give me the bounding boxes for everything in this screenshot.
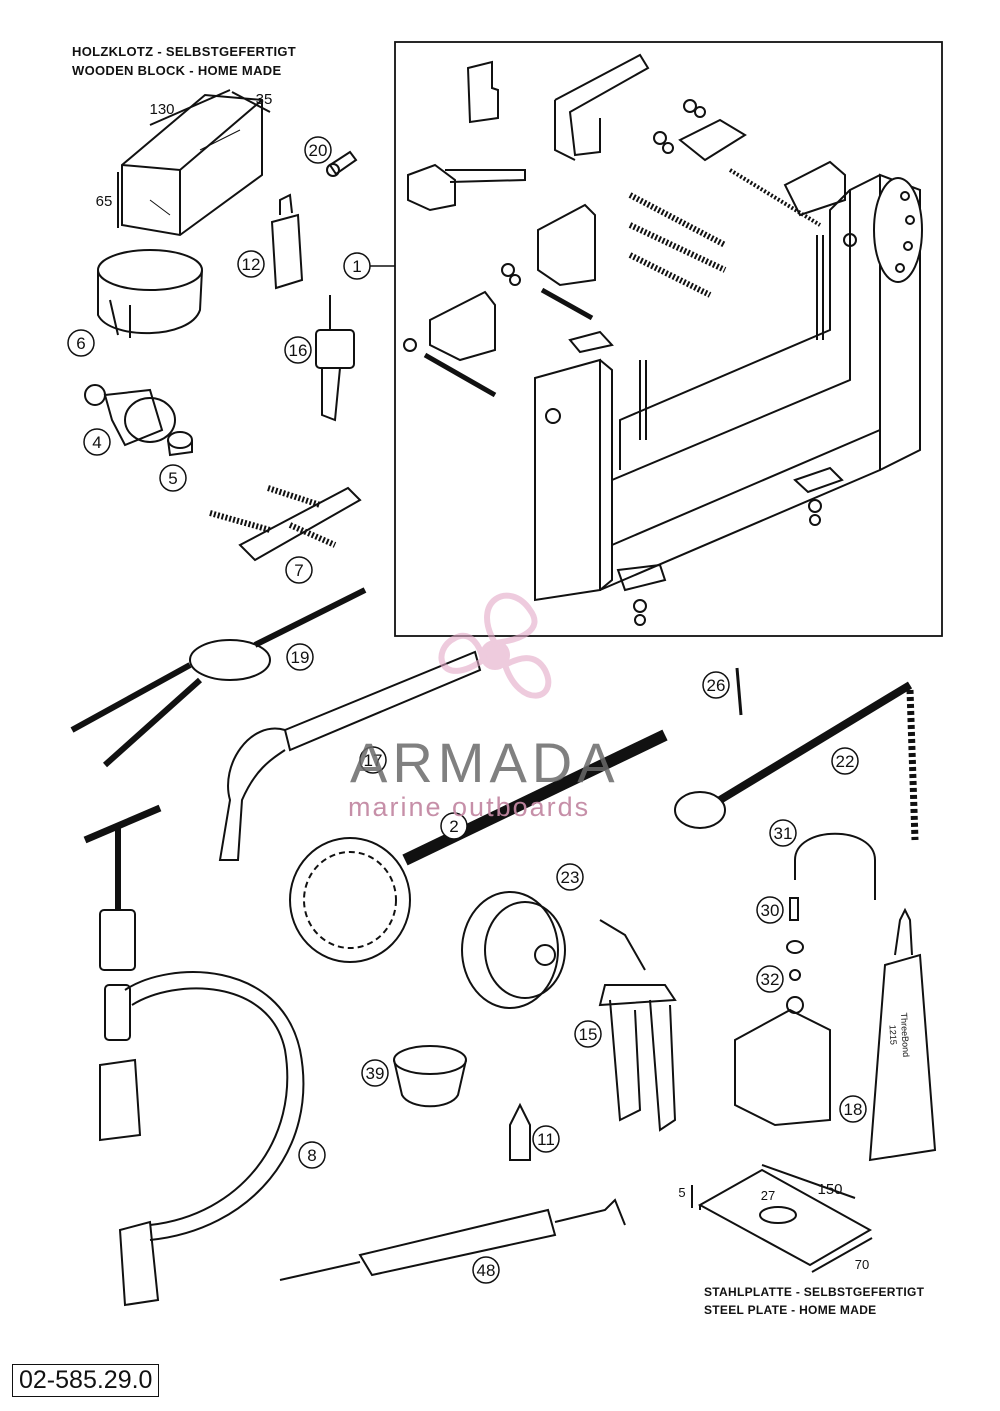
fittings-30-32-drawing [786, 897, 804, 981]
callout-11 [532, 1125, 560, 1153]
part-number-5: 5 [168, 469, 177, 488]
part-number-12: 12 [242, 255, 261, 274]
part-number-18: 18 [844, 1100, 863, 1119]
dim-wood-width: 35 [256, 91, 273, 108]
part-number-4: 4 [92, 433, 101, 452]
diagram-labels: 130 35 65 150 27 5 70 ThreeBond 1215 20 … [76, 91, 911, 1280]
part-number-6: 6 [76, 334, 85, 353]
puller-4-drawing [84, 384, 176, 447]
dim-steel-hole: 27 [761, 1188, 775, 1203]
part-number-7: 7 [294, 561, 303, 580]
callout-2 [440, 812, 468, 840]
dim-wood-length: 130 [149, 101, 174, 118]
dim-steel-width: 70 [855, 1257, 869, 1272]
callout-31 [769, 819, 797, 847]
bearing-puller-7-drawing [209, 485, 362, 562]
part-number-1: 1 [352, 257, 361, 276]
callout-16 [284, 336, 312, 364]
callout-12 [237, 250, 265, 278]
part-number-15: 15 [579, 1025, 598, 1044]
engine-stand-frame-box [394, 41, 943, 637]
part-number-31: 31 [774, 824, 793, 843]
part-callout-circles [67, 136, 867, 1284]
callout-17 [359, 746, 387, 774]
dim-steel-thickness: 5 [678, 1185, 685, 1200]
callout-30 [756, 896, 784, 924]
dim-steel-length: 150 [817, 1181, 842, 1198]
document-number: 02-585.29.0 [12, 1364, 160, 1397]
wooden-block-drawing [117, 89, 271, 237]
callout-39 [361, 1059, 389, 1087]
watermark-subtitle: marine outboards [348, 792, 591, 822]
watermark-title: ARMADA [350, 731, 620, 794]
tube-code: 1215 [887, 1025, 898, 1046]
steel-plate-caption-de: STAHLPLATTE - SELBSTGEFERTIGT [704, 1285, 925, 1299]
ring-6-drawing [97, 249, 203, 338]
part-number-22: 22 [836, 752, 855, 771]
part-number-39: 39 [366, 1064, 385, 1083]
part-number-48: 48 [477, 1261, 496, 1280]
puller-15-drawing [598, 919, 677, 1132]
holding-tool-17-drawing [218, 650, 482, 861]
tube-brand: ThreeBond [899, 1012, 911, 1057]
part-number-17: 17 [364, 751, 383, 770]
holding-wrench-19-drawing [70, 587, 367, 768]
sealant-tube-12-drawing [270, 193, 304, 290]
callout-32 [756, 965, 784, 993]
callout-26 [702, 671, 730, 699]
oil-can-drawing [734, 996, 831, 1127]
steel-plate-caption-en: STEEL PLATE - HOME MADE [704, 1303, 877, 1317]
callout-48 [472, 1256, 500, 1284]
wood-block-caption-en: WOODEN BLOCK - HOME MADE [72, 63, 282, 78]
part-number-19: 19 [291, 648, 310, 667]
callout-5 [159, 464, 187, 492]
cup-39-drawing [393, 1045, 467, 1108]
part-number-23: 23 [561, 868, 580, 887]
callout-4 [83, 428, 111, 456]
part-number-16: 16 [289, 341, 308, 360]
bushing-5-drawing [167, 431, 193, 457]
puller-16-drawing [315, 295, 355, 422]
callout-7 [285, 556, 313, 584]
wood-block-caption-de: HOLZKLOTZ - SELBSTGEFERTIGT [72, 44, 297, 59]
callout-19 [286, 643, 314, 671]
callout-6 [67, 329, 95, 357]
callout-22 [831, 747, 859, 775]
armada-propeller-logo [438, 592, 552, 699]
part-number-32: 32 [761, 970, 780, 989]
part-number-8: 8 [307, 1146, 316, 1165]
flywheel-puller-23-drawing [461, 891, 566, 1009]
valve-spring-compressor-8-drawing [83, 804, 305, 1307]
part-number-2: 2 [449, 817, 458, 836]
engine-stand-drawing [403, 53, 923, 626]
steel-plate-drawing [691, 1164, 873, 1273]
hose-31-drawing [794, 832, 876, 900]
callout-15 [574, 1020, 602, 1048]
threebond-tube-18-drawing [868, 907, 937, 1162]
clutch-holder-2-drawing [289, 729, 668, 963]
part-number-26: 26 [707, 676, 726, 695]
bolt-20-drawing [326, 150, 358, 177]
part-number-20: 20 [309, 141, 328, 160]
callout-18 [839, 1095, 867, 1123]
grease-11-drawing [509, 1102, 531, 1161]
callout-23 [556, 863, 584, 891]
grease-gun-48-drawing [279, 1198, 626, 1281]
part-number-30: 30 [761, 901, 780, 920]
part-number-11: 11 [537, 1130, 555, 1149]
callout-20 [304, 136, 332, 164]
chain-wrench-22-drawing [674, 667, 919, 841]
callout-8 [298, 1141, 326, 1169]
dim-wood-height: 65 [96, 193, 113, 210]
